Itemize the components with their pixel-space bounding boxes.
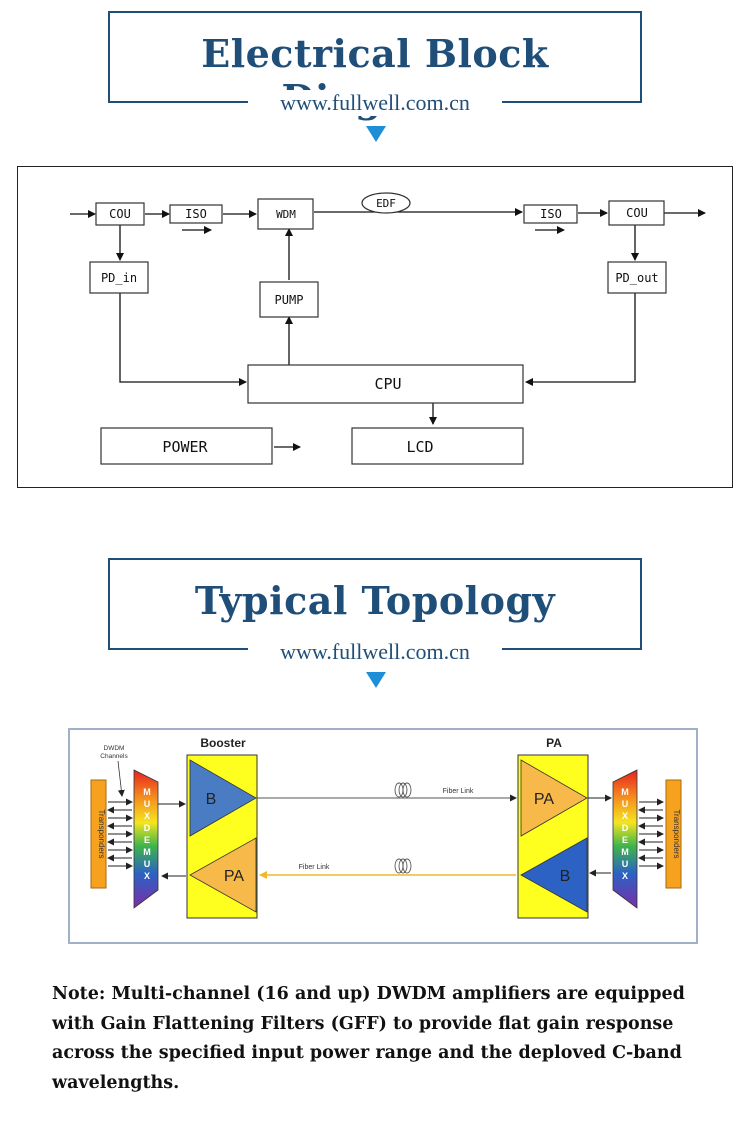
pd-in-label: PD_in: [101, 271, 137, 285]
right-channel-arrows: [638, 798, 664, 870]
pa-pa-triangle: [520, 759, 588, 837]
iso-out-label: ISO: [540, 207, 562, 221]
power-block: [100, 427, 273, 465]
topology-title: Typical Topology: [194, 578, 556, 623]
topology-svg: Transponders DWDM Channels M U X D E M U: [90, 736, 682, 919]
wdm-block: [257, 198, 314, 230]
cou-out-label: COU: [626, 206, 648, 220]
right-transponders-label: Transponders: [672, 809, 681, 858]
down-arrow-icon: [366, 126, 386, 142]
wdm-label: WDM: [276, 208, 296, 221]
note-text: Note: Multi-channel (16 and up) DWDM amp…: [52, 984, 685, 1093]
svg-text:E: E: [144, 835, 150, 845]
edf-label: EDF: [376, 197, 396, 210]
right-mux-letters: M U X D E M U X: [621, 787, 629, 881]
iso-in-label: ISO: [185, 207, 207, 221]
svg-text:U: U: [144, 859, 151, 869]
lcd-block: [351, 427, 524, 465]
left-mux-demux: [133, 769, 159, 909]
lcd-label: LCD: [406, 438, 433, 456]
fiber-link-top-label: Fiber Link: [443, 788, 474, 795]
svg-text:X: X: [622, 811, 628, 821]
pa-pa-label: PA: [534, 791, 554, 808]
block-diagram-svg: COU ISO WDM EDF ISO COU PD_in PD_out PUM…: [70, 192, 706, 465]
booster-label: Booster: [200, 736, 246, 750]
pa-b-label: B: [560, 868, 571, 885]
pd-out-label: PD_out: [615, 271, 658, 285]
fiber-coil-bottom-icon: [394, 858, 412, 874]
pa-label: PA: [546, 736, 562, 750]
booster-pa-label: PA: [224, 868, 244, 885]
dwdm-pointer: [117, 760, 125, 797]
left-channel-arrows: [107, 798, 133, 870]
down-arrow-icon: [366, 672, 386, 688]
pdout-to-cpu-arrow: [525, 293, 636, 386]
pump-block: [259, 281, 319, 318]
edf-ellipse: [361, 192, 411, 214]
cou-out-block: [608, 200, 665, 226]
cpu-label: CPU: [374, 375, 401, 393]
topology-frame: Transponders DWDM Channels M U X D E M U: [68, 728, 698, 944]
booster-b-label: B: [206, 791, 217, 808]
fiber-link-bottom-label: Fiber Link: [299, 864, 330, 871]
dwdm-label-line1: DWDM: [104, 745, 125, 752]
svg-text:U: U: [144, 799, 151, 809]
svg-text:M: M: [621, 787, 629, 797]
left-transponders-label: Transponders: [97, 809, 106, 858]
svg-text:X: X: [144, 871, 150, 881]
svg-text:U: U: [622, 799, 629, 809]
booster-b-triangle: [189, 759, 257, 837]
topology-title-box: Typical Topology: [108, 558, 642, 650]
pa-b-triangle: [520, 837, 588, 913]
cpu-block: [247, 364, 524, 404]
left-transponders-block: [90, 779, 107, 889]
cou-in-label: COU: [109, 207, 131, 221]
fiber-coil-top-icon: [394, 782, 412, 798]
svg-text:D: D: [622, 823, 629, 833]
svg-text:U: U: [622, 859, 629, 869]
dwdm-label-line2: Channels: [100, 753, 128, 760]
pdin-to-cpu-arrow: [119, 293, 247, 386]
right-transponders-block: [665, 779, 682, 889]
pump-label: PUMP: [275, 293, 304, 307]
power-label: POWER: [162, 438, 208, 456]
svg-text:M: M: [143, 787, 151, 797]
pd-out-block: [607, 261, 667, 294]
svg-text:E: E: [622, 835, 628, 845]
svg-text:D: D: [144, 823, 151, 833]
svg-text:M: M: [621, 847, 629, 857]
iso-out-block: [523, 204, 578, 224]
block-diagram-url: www.fullwell.com.cn: [248, 90, 502, 116]
booster-pa-triangle: [189, 837, 257, 913]
cou-in-block: [95, 202, 145, 226]
block-diagram-frame: COU ISO WDM EDF ISO COU PD_in PD_out PUM…: [17, 166, 733, 488]
iso-in-block: [169, 204, 223, 224]
left-mux-letters: M U X D E M U X: [143, 787, 151, 881]
right-mux-demux: [612, 769, 638, 909]
topology-url: www.fullwell.com.cn: [248, 639, 502, 665]
svg-text:X: X: [144, 811, 150, 821]
svg-text:M: M: [143, 847, 151, 857]
pd-in-block: [89, 261, 149, 294]
svg-text:X: X: [622, 871, 628, 881]
